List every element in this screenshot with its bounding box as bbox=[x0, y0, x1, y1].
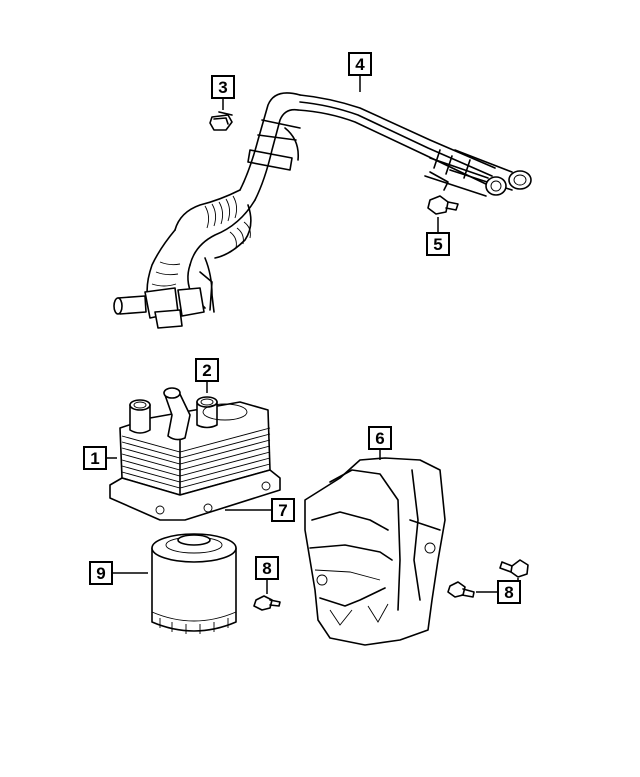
callout-7-label: 7 bbox=[278, 501, 287, 520]
callout-4: 4 bbox=[348, 52, 372, 92]
callout-6-label: 6 bbox=[375, 429, 384, 448]
bolt-right-lower bbox=[447, 581, 475, 598]
bolt-left bbox=[253, 595, 281, 611]
callout-8-right-label: 8 bbox=[504, 583, 513, 602]
callout-3-label: 3 bbox=[218, 78, 227, 97]
callout-8-right: 8 bbox=[476, 578, 521, 604]
oil-filter bbox=[151, 533, 237, 634]
bolt-right-upper bbox=[499, 559, 529, 578]
callout-2-label: 2 bbox=[202, 361, 211, 380]
callout-8-left: 8 bbox=[255, 556, 279, 594]
callout-3: 3 bbox=[211, 75, 235, 110]
hose-bolt-part bbox=[427, 195, 459, 215]
callout-6: 6 bbox=[368, 426, 392, 460]
callout-7: 7 bbox=[225, 498, 295, 522]
callout-1: 1 bbox=[83, 446, 117, 470]
callout-5-label: 5 bbox=[433, 235, 442, 254]
callout-2: 2 bbox=[195, 358, 219, 393]
callout-9: 9 bbox=[89, 561, 148, 585]
callout-5: 5 bbox=[426, 217, 450, 256]
callout-4-label: 4 bbox=[355, 55, 365, 74]
hose-clip-part bbox=[209, 111, 233, 131]
oil-cooler bbox=[109, 387, 281, 521]
callout-9-label: 9 bbox=[96, 564, 105, 583]
heat-shield bbox=[304, 457, 446, 646]
coolant-hose-assembly bbox=[113, 92, 532, 329]
callout-8-left-label: 8 bbox=[262, 559, 271, 578]
callout-1-label: 1 bbox=[90, 449, 99, 468]
